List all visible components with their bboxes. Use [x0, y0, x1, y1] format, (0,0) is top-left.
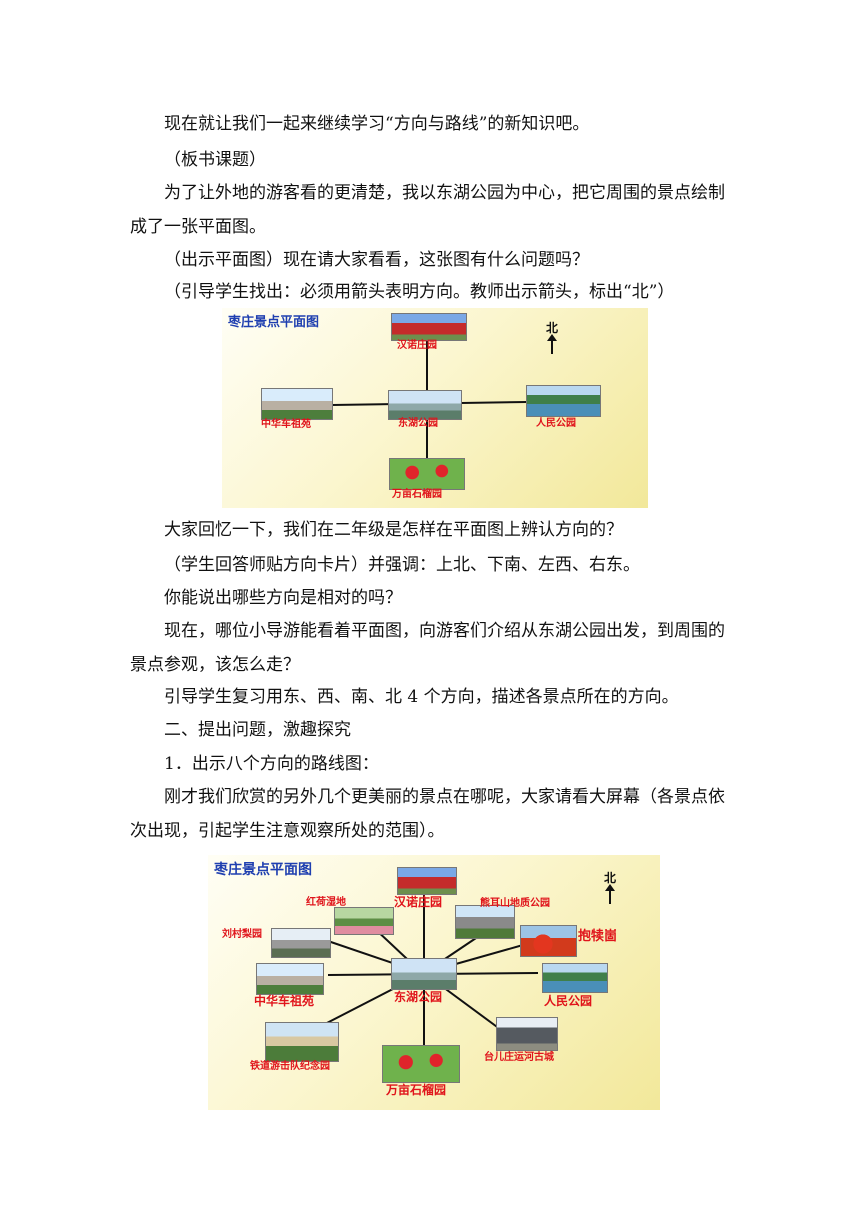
- paragraph-intro: 现在就让我们一起来继续学习“方向与路线”的新知识吧。: [164, 114, 590, 134]
- north-label: 北: [604, 871, 617, 885]
- paragraph-tour-guide: 现在，哪位小导游能看着平面图，向游客们介绍从东湖公园出发，到周围的景点参观，该怎…: [130, 621, 725, 675]
- map-title: 枣庄景点平面图: [228, 315, 320, 330]
- photo-hannuo-manor: [391, 313, 467, 341]
- north-indicator: 北: [604, 872, 616, 904]
- photo-liucun-pear-garden: [271, 928, 331, 958]
- photo-zhonghua-chezu-garden: [261, 388, 333, 420]
- label-honghe-wetland: 红荷湿地: [306, 897, 346, 908]
- paragraph-eight-directions: 1．出示八个方向的路线图：: [164, 754, 379, 774]
- photo-renmin-park: [542, 963, 608, 993]
- north-indicator: 北: [546, 322, 558, 354]
- north-arrow-icon: [547, 334, 557, 354]
- photo-pomegranate-garden: [389, 458, 465, 490]
- label-zhonghua-chezu-garden: 中华车祖苑: [254, 994, 315, 1008]
- photo-donghu-park: [388, 390, 462, 420]
- north-label: 北: [546, 321, 559, 335]
- label-donghu-park: 东湖公园: [394, 990, 443, 1004]
- paragraph-big-screen: 刚才我们欣赏的另外几个更美丽的景点在哪呢，大家请看大屏幕（各景点依次出现，引起学…: [130, 787, 725, 841]
- label-xionger-geopark: 熊耳山地质公园: [480, 898, 550, 909]
- paragraph-show-map: （出示平面图）现在请大家看看，这张图有什么问题吗？: [164, 250, 589, 270]
- scenic-map-8-directions: 枣庄景点平面图 北 汉诺庄园 红荷湿地 刘村梨园 熊耳山地质公园 抱犊崮 中华车…: [208, 855, 660, 1110]
- label-taierzhuang-ancient-city: 台儿庄运河古城: [484, 1052, 554, 1063]
- photo-zhonghua-chezu-garden: [256, 963, 324, 995]
- label-railway-guerrilla-memorial: 铁道游击队纪念园: [250, 1061, 330, 1072]
- label-hannuo-manor: 汉诺庄园: [397, 340, 437, 351]
- label-baodugu: 抱犊崮: [578, 929, 618, 944]
- photo-xionger-geopark: [455, 905, 515, 939]
- label-pomegranate-garden: 万亩石榴园: [386, 1083, 447, 1097]
- photo-baodugu: [520, 925, 577, 957]
- label-renmin-park: 人民公园: [536, 418, 576, 429]
- label-hannuo-manor: 汉诺庄园: [394, 895, 443, 909]
- paragraph-opposite: 你能说出哪些方向是相对的吗？: [164, 588, 402, 608]
- paragraph-review-four: 引导学生复习用东、西、南、北 4 个方向，描述各景点所在的方向。: [164, 687, 679, 707]
- paragraph-map-intro: 为了让外地的游客看的更清楚，我以东湖公园为中心，把它周围的景点绘制成了一张平面图…: [130, 183, 725, 237]
- photo-hannuo-manor: [397, 867, 457, 895]
- photo-renmin-park: [526, 385, 601, 417]
- paragraph-guide-arrow: （引导学生找出：必须用箭头表明方向。教师出示箭头，标出“北”）: [164, 282, 675, 302]
- paragraph-student-answer: （学生回答师贴方向卡片）并强调：上北、下南、左西、右东。: [164, 555, 640, 575]
- photo-donghu-park: [391, 958, 457, 990]
- label-pomegranate-garden: 万亩石榴园: [392, 489, 442, 500]
- paragraph-board-title: （板书课题）: [164, 150, 266, 170]
- photo-railway-guerrilla-memorial: [265, 1022, 339, 1062]
- photo-taierzhuang-ancient-city: [496, 1017, 558, 1051]
- label-liucun-pear-garden: 刘村梨园: [222, 929, 262, 940]
- photo-honghe-wetland: [334, 907, 394, 935]
- paragraph-recall: 大家回忆一下，我们在二年级是怎样在平面图上辨认方向的？: [164, 520, 623, 540]
- photo-pomegranate-garden: [382, 1045, 460, 1083]
- north-arrow-icon: [605, 884, 615, 904]
- label-zhonghua-chezu-garden: 中华车祖苑: [261, 419, 311, 430]
- section-heading-two: 二、提出问题，激趣探究: [164, 720, 351, 740]
- label-renmin-park: 人民公园: [544, 994, 593, 1008]
- scenic-map-4-directions: 枣庄景点平面图 北 汉诺庄园 东湖公园 人民公园 中华车祖苑 万亩石榴园: [222, 308, 648, 508]
- label-donghu-park: 东湖公园: [398, 418, 438, 429]
- map-title: 枣庄景点平面图: [214, 862, 312, 878]
